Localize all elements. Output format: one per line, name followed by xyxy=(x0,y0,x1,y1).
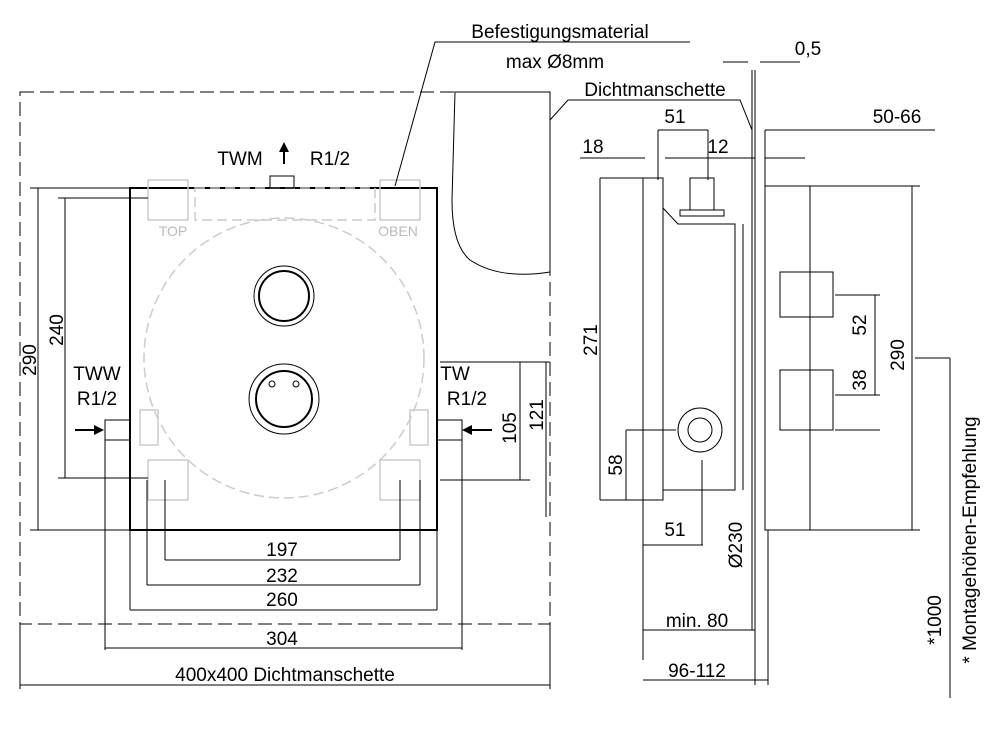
box-outline xyxy=(129,187,438,531)
twm-arrow-icon xyxy=(279,142,289,152)
hatched-wall-area xyxy=(451,91,551,275)
tww-connector xyxy=(104,419,131,441)
tw-label: TW xyxy=(440,364,470,385)
dim-121: 121 xyxy=(527,399,548,431)
cover-plate-side xyxy=(764,185,811,531)
dim-290-left: 290 xyxy=(20,344,41,376)
top-connector-side xyxy=(689,177,715,211)
dim-271: 271 xyxy=(581,324,602,356)
height-1000: *1000 xyxy=(925,595,946,645)
dim-96-112: 96-112 xyxy=(668,661,726,682)
tww-label: TWW xyxy=(73,364,121,385)
dim-105: 105 xyxy=(500,412,521,444)
side-dimension-lines xyxy=(580,61,951,698)
dim-50-66: 50-66 xyxy=(873,107,922,128)
top-label: TOP xyxy=(159,223,188,239)
box-side xyxy=(642,177,664,501)
seal-label: Dichtmanschette xyxy=(584,80,726,101)
tww-thread: R1/2 xyxy=(77,389,117,410)
upper-handle-side xyxy=(779,271,834,318)
lower-handle-side xyxy=(779,369,834,431)
dim-197: 197 xyxy=(266,540,298,561)
fixing-material-label: Befestigungsmaterial xyxy=(471,22,648,43)
height-note: * Montagehöhen-Empfehlung xyxy=(960,416,981,663)
dim-240: 240 xyxy=(47,314,68,346)
dim-260: 260 xyxy=(266,590,298,611)
dim-290-right: 290 xyxy=(888,339,909,371)
tww-arrow-icon xyxy=(94,425,104,435)
dim-232: 232 xyxy=(266,566,298,587)
seal-leader xyxy=(549,99,753,131)
seal-sleeve-outline xyxy=(19,91,551,625)
cover-circle xyxy=(143,217,425,499)
dim-304: 304 xyxy=(266,629,298,650)
twm-thread: R1/2 xyxy=(310,149,350,170)
dim-52: 52 xyxy=(850,314,871,335)
dim-51-top: 51 xyxy=(664,107,685,128)
tw-arrow-icon xyxy=(462,425,472,435)
fixing-leader xyxy=(394,41,690,187)
dim-58: 58 xyxy=(606,454,627,475)
upper-valve xyxy=(253,265,315,327)
mounting-brackets xyxy=(147,179,421,501)
dim-12: 12 xyxy=(707,137,728,158)
lower-valve xyxy=(248,363,320,435)
dim-38: 38 xyxy=(850,369,871,390)
tw-connector xyxy=(436,419,463,441)
twm-connector xyxy=(269,175,295,189)
dim-0-5: 0,5 xyxy=(795,39,821,60)
fixing-max-label: max Ø8mm xyxy=(506,52,604,73)
dim-51-bottom: 51 xyxy=(664,520,685,541)
dim-230: Ø230 xyxy=(726,522,747,568)
dimension-lines xyxy=(19,187,551,689)
wall-line xyxy=(751,70,756,630)
twm-label: TWM xyxy=(217,149,262,170)
seal-size-label: 400x400 Dichtmanschette xyxy=(175,665,395,686)
oben-label: OBEN xyxy=(378,223,418,239)
tw-thread: R1/2 xyxy=(447,389,487,410)
front-view: TWW R1/2 TW R1/2 TWM R1/2 TOP OBEN 290 2… xyxy=(19,22,690,689)
side-view: 0,5 Dichtmanschette 51 50-66 18 12 271 5… xyxy=(549,39,981,698)
min-80-label: min. 80 xyxy=(666,611,728,632)
dim-18: 18 xyxy=(582,137,603,158)
side-inlet xyxy=(677,407,723,453)
